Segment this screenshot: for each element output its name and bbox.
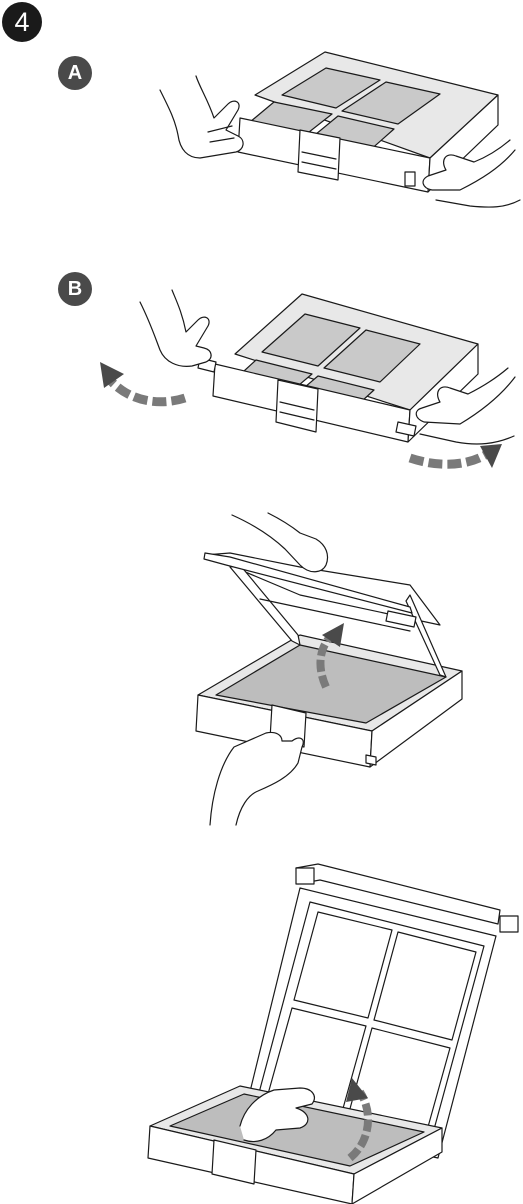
filter-replace-illustration [0, 840, 523, 1204]
step-number-badge: 4 [2, 2, 42, 42]
filter-cassette-unlatch-illustration [0, 262, 523, 492]
filter-cassette-grip-illustration [0, 40, 523, 225]
filter-cassette-open-lid-illustration [0, 495, 523, 835]
